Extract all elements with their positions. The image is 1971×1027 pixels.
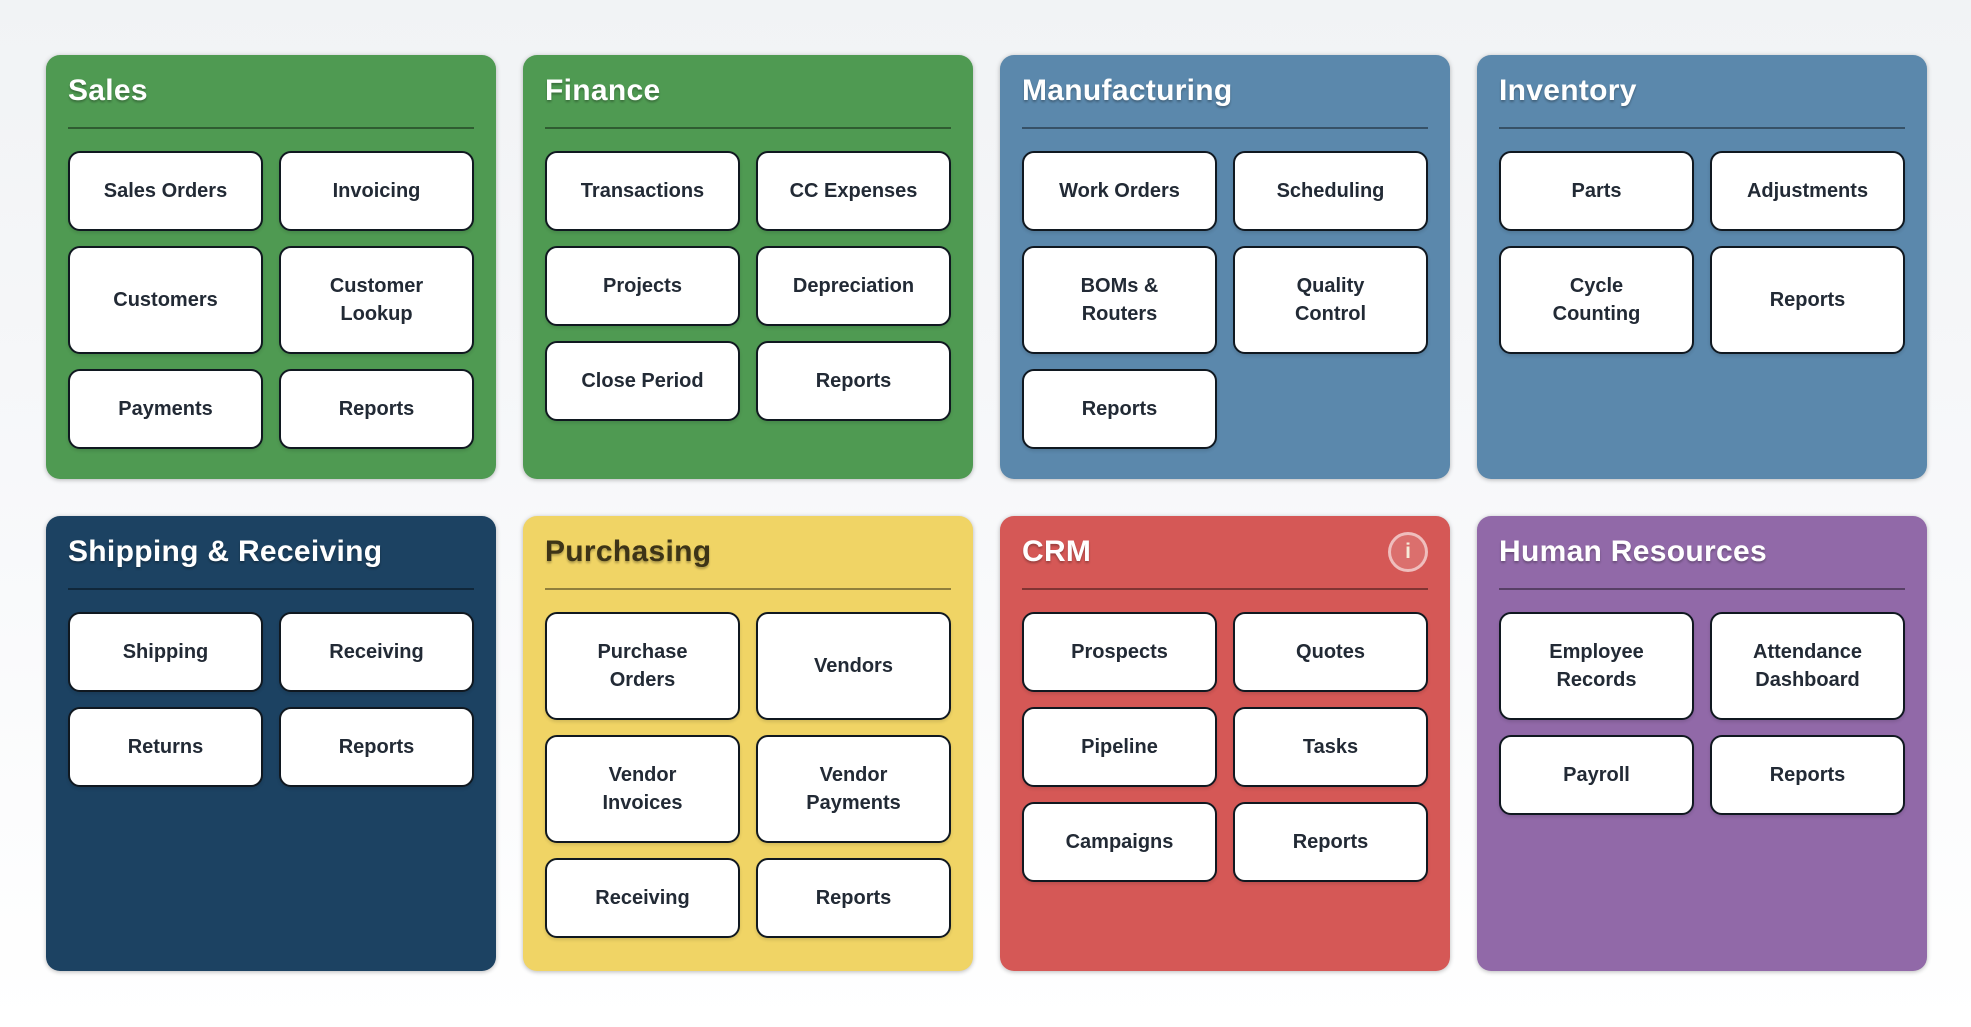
- button-sales-reports[interactable]: Reports: [279, 369, 474, 449]
- button-shipping-and-receiving-shipping[interactable]: Shipping: [68, 612, 263, 692]
- button-inventory-parts[interactable]: Parts: [1499, 151, 1694, 231]
- button-purchasing-vendor-invoices[interactable]: Vendor Invoices: [545, 735, 740, 843]
- button-crm-campaigns[interactable]: Campaigns: [1022, 802, 1217, 882]
- button-inventory-cycle-counting[interactable]: Cycle Counting: [1499, 246, 1694, 354]
- panel-divider: [545, 588, 951, 590]
- panel-title-manufacturing: Manufacturing: [1022, 74, 1233, 107]
- button-finance-cc-expenses[interactable]: CC Expenses: [756, 151, 951, 231]
- button-purchasing-purchase-orders[interactable]: Purchase Orders: [545, 612, 740, 720]
- info-icon[interactable]: i: [1388, 532, 1428, 572]
- panel-divider: [1022, 588, 1428, 590]
- button-sales-payments[interactable]: Payments: [68, 369, 263, 449]
- panel-divider: [1499, 127, 1905, 129]
- button-crm-prospects[interactable]: Prospects: [1022, 612, 1217, 692]
- panel-title-sales: Sales: [68, 74, 148, 107]
- panel-title-human-resources: Human Resources: [1499, 535, 1767, 568]
- button-purchasing-reports[interactable]: Reports: [756, 858, 951, 938]
- button-sales-customer-lookup[interactable]: Customer Lookup: [279, 246, 474, 354]
- panel-header-inventory: Inventory: [1499, 69, 1905, 113]
- panel-title-shipping-and-receiving: Shipping & Receiving: [68, 535, 383, 568]
- button-purchasing-vendor-payments[interactable]: Vendor Payments: [756, 735, 951, 843]
- panel-title-purchasing: Purchasing: [545, 535, 712, 568]
- panel-divider: [1499, 588, 1905, 590]
- button-sales-sales-orders[interactable]: Sales Orders: [68, 151, 263, 231]
- button-inventory-adjustments[interactable]: Adjustments: [1710, 151, 1905, 231]
- panel-header-shipping-and-receiving: Shipping & Receiving: [68, 530, 474, 574]
- button-finance-projects[interactable]: Projects: [545, 246, 740, 326]
- button-shipping-and-receiving-receiving[interactable]: Receiving: [279, 612, 474, 692]
- button-sales-invoicing[interactable]: Invoicing: [279, 151, 474, 231]
- button-finance-reports[interactable]: Reports: [756, 341, 951, 421]
- button-shipping-and-receiving-reports[interactable]: Reports: [279, 707, 474, 787]
- button-crm-quotes[interactable]: Quotes: [1233, 612, 1428, 692]
- button-human-resources-reports[interactable]: Reports: [1710, 735, 1905, 815]
- button-manufacturing-work-orders[interactable]: Work Orders: [1022, 151, 1217, 231]
- panel-title-crm: CRM: [1022, 535, 1092, 568]
- panel-divider: [68, 127, 474, 129]
- button-finance-transactions[interactable]: Transactions: [545, 151, 740, 231]
- button-manufacturing-scheduling[interactable]: Scheduling: [1233, 151, 1428, 231]
- panel-divider: [1022, 127, 1428, 129]
- panel-divider: [68, 588, 474, 590]
- button-shipping-and-receiving-returns[interactable]: Returns: [68, 707, 263, 787]
- button-human-resources-employee-records[interactable]: Employee Records: [1499, 612, 1694, 720]
- button-crm-tasks[interactable]: Tasks: [1233, 707, 1428, 787]
- panel-header-finance: Finance: [545, 69, 951, 113]
- panel-title-inventory: Inventory: [1499, 74, 1637, 107]
- button-inventory-reports[interactable]: Reports: [1710, 246, 1905, 354]
- button-human-resources-payroll[interactable]: Payroll: [1499, 735, 1694, 815]
- button-crm-reports[interactable]: Reports: [1233, 802, 1428, 882]
- panel-header-human-resources: Human Resources: [1499, 530, 1905, 574]
- button-manufacturing-reports[interactable]: Reports: [1022, 369, 1217, 449]
- panel-header-purchasing: Purchasing: [545, 530, 951, 574]
- panel-divider: [545, 127, 951, 129]
- button-human-resources-attendance-dashboard[interactable]: Attendance Dashboard: [1710, 612, 1905, 720]
- button-manufacturing-boms-and-routers[interactable]: BOMs & Routers: [1022, 246, 1217, 354]
- panel-header-sales: Sales: [68, 69, 474, 113]
- button-finance-depreciation[interactable]: Depreciation: [756, 246, 951, 326]
- button-finance-close-period[interactable]: Close Period: [545, 341, 740, 421]
- button-purchasing-vendors[interactable]: Vendors: [756, 612, 951, 720]
- panel-header-manufacturing: Manufacturing: [1022, 69, 1428, 113]
- button-sales-customers[interactable]: Customers: [68, 246, 263, 354]
- button-purchasing-receiving[interactable]: Receiving: [545, 858, 740, 938]
- panel-header-crm: CRM i: [1022, 530, 1428, 574]
- button-crm-pipeline[interactable]: Pipeline: [1022, 707, 1217, 787]
- button-manufacturing-quality-control[interactable]: Quality Control: [1233, 246, 1428, 354]
- panel-title-finance: Finance: [545, 74, 661, 107]
